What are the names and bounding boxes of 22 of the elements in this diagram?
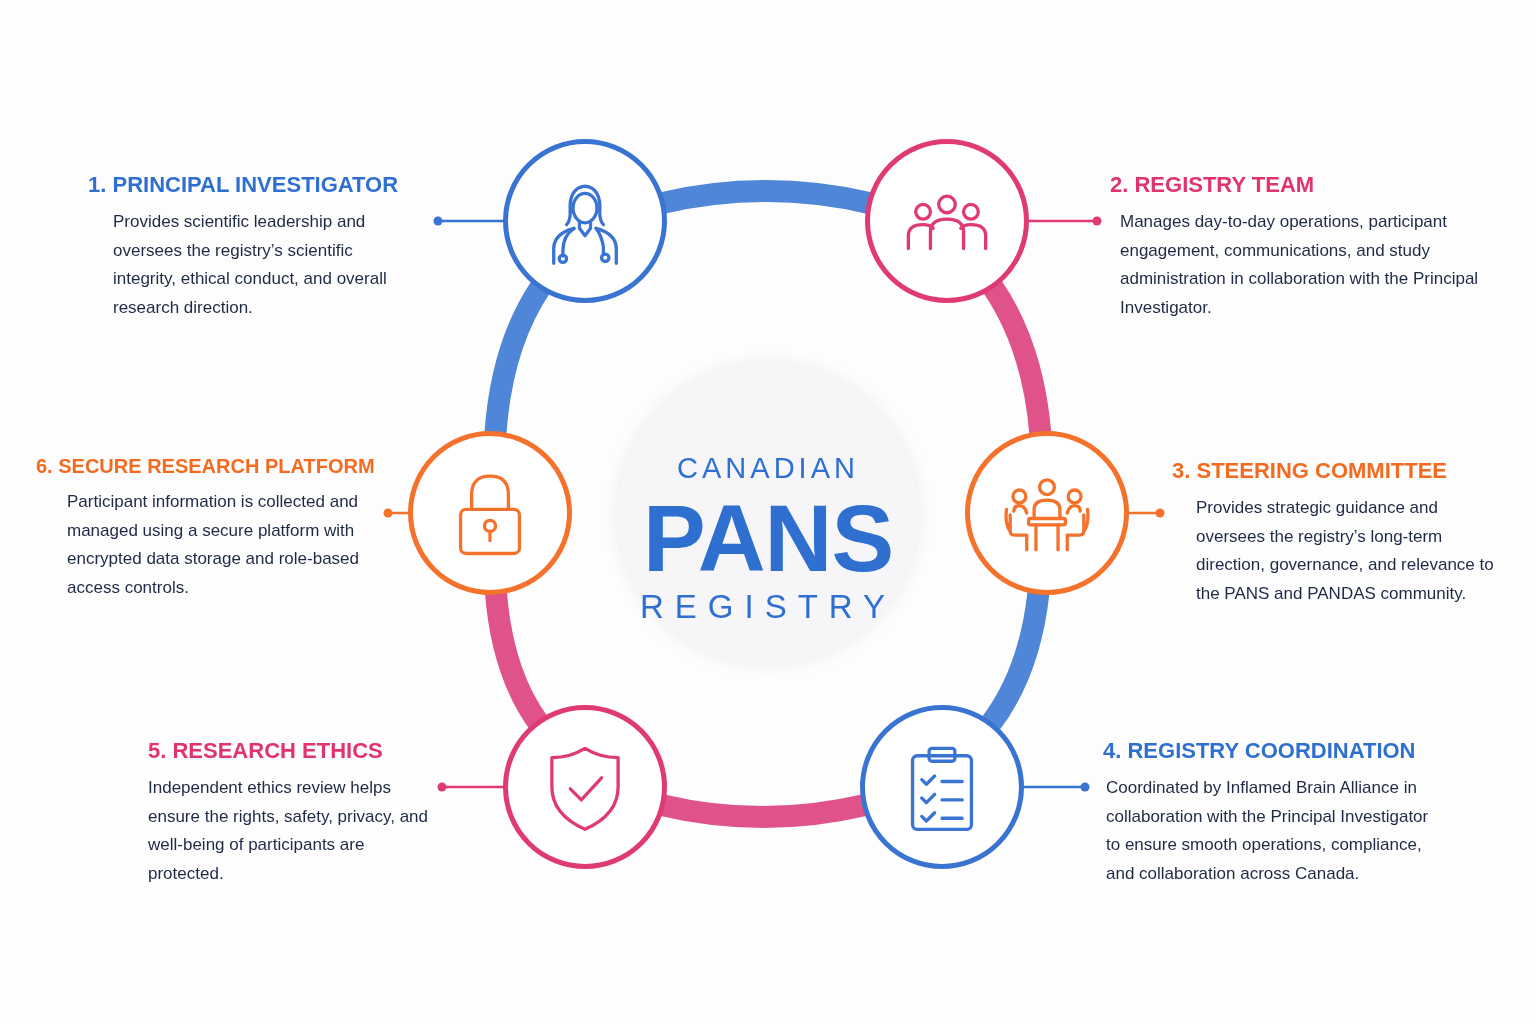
section-description: Provides strategic guidance and oversees the registry’s long-term direction, governance, and relevance to the PANS and PANDAS community. [1196,497,1495,605]
ring-segment [981,590,1050,731]
section-heading: 2. REGISTRY TEAM [1110,172,1315,198]
section-heading: 5. RESEARCH ETHICS [148,738,383,764]
section-heading: 1. PRINCIPAL INVESTIGATOR [88,172,399,198]
leader-line [437,782,505,792]
section-heading: 6. SECURE RESEARCH PLATFORM [36,455,375,478]
leader-line [383,508,410,518]
section-description: Independent ethics review helps ensure the rights, safety, privacy, and well-being of participants are protected. [148,777,429,885]
subtitle-text: CANADIAN [677,454,859,483]
section-description: Manages day-to-day operations, participant engagement, communications, and study administration in collaboration with the Principal Investigator. [1120,211,1480,319]
leader-line [1027,216,1102,226]
subtitle-text: REGISTRY [639,590,897,623]
title-text: PANS [642,492,894,586]
leader-line [433,216,505,226]
section-description: Provides scientific leadership and oversees the registry’s scientific integrity, ethical conduct, and overall research direction. [113,211,388,319]
section-description: Coordinated by Inflamed Brain Alliance in collaboration with the Principal Investigator to ensure smooth operations, compliance, and collaboration across Canada. [1106,777,1430,885]
section-heading: 4. REGISTRY COORDINATION [1103,738,1416,764]
section-description: Participant information is collected and managed using a secure platform with encrypted data storage and role-based access controls. [67,491,361,599]
leader-line [1022,782,1090,792]
leader-line [1127,508,1165,518]
section-heading: 3. STEERING COMMITTEE [1172,458,1448,484]
